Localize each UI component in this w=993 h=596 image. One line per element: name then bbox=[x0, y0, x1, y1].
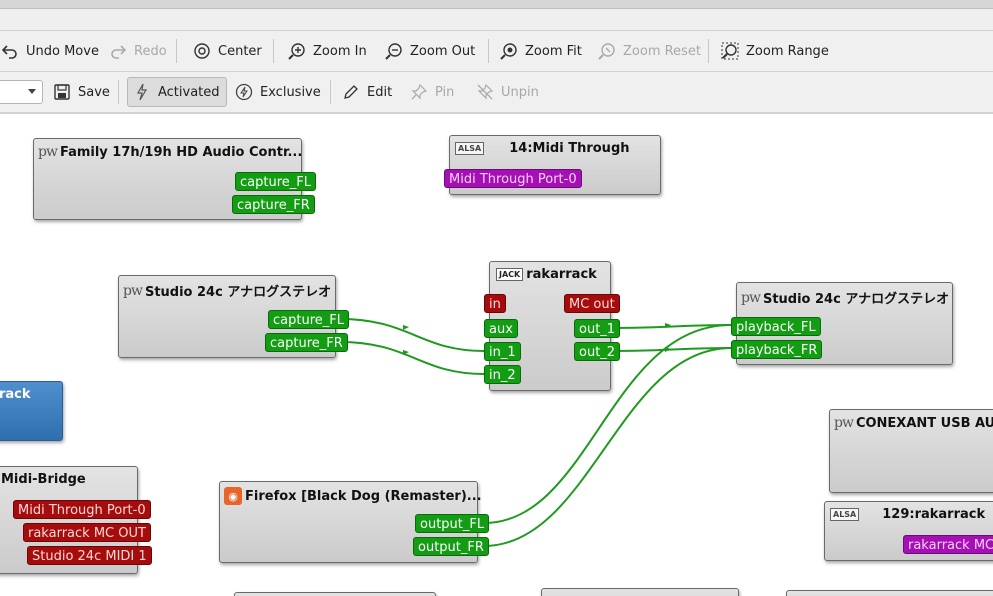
pipewire-logo-icon: pw bbox=[38, 144, 58, 160]
port-out-2[interactable]: out_2 bbox=[574, 342, 621, 361]
port-output-fl[interactable]: output_FL bbox=[415, 514, 490, 533]
port-in-2[interactable]: in_2 bbox=[484, 365, 521, 384]
lightning-icon bbox=[132, 82, 152, 102]
port-rakarrack-mc-out[interactable]: rakarrack MC OUT bbox=[23, 523, 151, 542]
toolbar-separator bbox=[118, 80, 119, 104]
zoom-reset-button[interactable]: Zoom Reset bbox=[593, 37, 705, 65]
port-capture-fl[interactable]: capture_FL bbox=[268, 310, 349, 329]
toolbar-separator bbox=[488, 39, 489, 63]
toolbar-separator bbox=[176, 39, 177, 63]
unpin-icon bbox=[475, 82, 495, 102]
redo-button[interactable]: Redo bbox=[104, 37, 171, 65]
port-out-1[interactable]: out_1 bbox=[574, 319, 621, 338]
node-rack-selected[interactable]: rack bbox=[0, 381, 63, 441]
port-studio-midi[interactable]: Studio 24c MIDI 1 bbox=[27, 546, 152, 565]
chevron-down-icon bbox=[28, 89, 36, 94]
port-aux[interactable]: aux bbox=[484, 319, 518, 338]
unpin-button[interactable]: Unpin bbox=[471, 78, 543, 106]
wire bbox=[483, 347, 732, 547]
pencil-icon bbox=[341, 82, 361, 102]
pin-button[interactable]: Pin bbox=[405, 78, 458, 106]
zoom-out-icon bbox=[384, 41, 404, 61]
wire bbox=[339, 318, 485, 352]
zoom-fit-button[interactable]: Zoom Fit bbox=[495, 37, 586, 65]
toolbar-separator bbox=[273, 39, 274, 63]
pipewire-logo-icon: pw bbox=[834, 415, 854, 431]
redo-icon bbox=[108, 41, 128, 61]
pin-icon bbox=[409, 82, 429, 102]
pipewire-logo-icon: pw bbox=[123, 282, 143, 299]
edit-button[interactable]: Edit bbox=[337, 78, 396, 106]
toolbar-separator bbox=[708, 39, 709, 63]
node-partial[interactable] bbox=[541, 588, 739, 596]
zoom-out-button[interactable]: Zoom Out bbox=[380, 37, 479, 65]
menu-bar bbox=[0, 9, 993, 31]
port-playback-fl[interactable]: playback_FL bbox=[731, 317, 821, 336]
title-bar bbox=[0, 0, 993, 9]
wire bbox=[483, 324, 732, 524]
zoom-range-icon bbox=[720, 41, 740, 61]
port-midi-through[interactable]: Midi Through Port-0 bbox=[444, 169, 582, 188]
toolbar-separator bbox=[330, 80, 331, 104]
patchbay-toolbar: Save Activated Exclusive Edit Pin Unpin bbox=[0, 72, 993, 113]
center-icon bbox=[192, 41, 212, 61]
port-in[interactable]: in bbox=[484, 294, 506, 313]
node-partial[interactable] bbox=[786, 590, 993, 596]
port-capture-fr[interactable]: capture_FR bbox=[265, 333, 348, 352]
undo-move-button[interactable]: Undo Move bbox=[0, 37, 103, 65]
view-toolbar: Undo Move Redo Center Zoom In Zoom Out Z… bbox=[0, 31, 993, 72]
wire bbox=[611, 347, 732, 352]
save-icon bbox=[52, 82, 72, 102]
port-output-fr[interactable]: output_FR bbox=[413, 537, 489, 556]
exclusive-toggle[interactable]: Exclusive bbox=[230, 78, 325, 106]
zoom-in-icon bbox=[287, 41, 307, 61]
alsa-logo-icon: ALSA bbox=[455, 142, 485, 155]
connection-wires bbox=[339, 318, 732, 547]
port-playback-fr[interactable]: playback_FR bbox=[731, 340, 823, 359]
port-capture-fr[interactable]: capture_FR bbox=[232, 195, 315, 214]
port-midi-through[interactable]: Midi Through Port-0 bbox=[13, 500, 151, 519]
zoom-fit-icon bbox=[499, 41, 519, 61]
node-firefox[interactable]: ◉Firefox [Black Dog (Remaster)... output… bbox=[219, 481, 490, 563]
pipewire-logo-icon: pw bbox=[741, 289, 761, 306]
firefox-icon: ◉ bbox=[224, 487, 242, 505]
alsa-logo-icon: ALSA bbox=[830, 508, 860, 521]
port-rakarrack-mc[interactable]: rakarrack MC C bbox=[903, 535, 993, 554]
zoom-range-button[interactable]: Zoom Range bbox=[716, 37, 833, 65]
center-button[interactable]: Center bbox=[188, 37, 266, 65]
undo-icon bbox=[0, 41, 20, 61]
save-button[interactable]: Save bbox=[48, 78, 114, 106]
zoom-in-button[interactable]: Zoom In bbox=[283, 37, 371, 65]
activated-toggle[interactable]: Activated bbox=[127, 77, 227, 107]
port-in-1[interactable]: in_1 bbox=[484, 342, 521, 361]
zoom-reset-icon bbox=[597, 41, 617, 61]
preset-combobox[interactable] bbox=[0, 80, 43, 104]
port-capture-fl[interactable]: capture_FL bbox=[235, 172, 316, 191]
wire bbox=[339, 341, 485, 375]
exclusive-icon bbox=[234, 82, 254, 102]
port-mc-out[interactable]: MC out bbox=[564, 294, 620, 313]
node-midi-bridge[interactable]: Midi-Bridge Midi Through Port-0 rakarrac… bbox=[0, 466, 152, 574]
jack-logo-icon: JACK bbox=[496, 268, 524, 281]
node-partial[interactable] bbox=[234, 592, 436, 596]
